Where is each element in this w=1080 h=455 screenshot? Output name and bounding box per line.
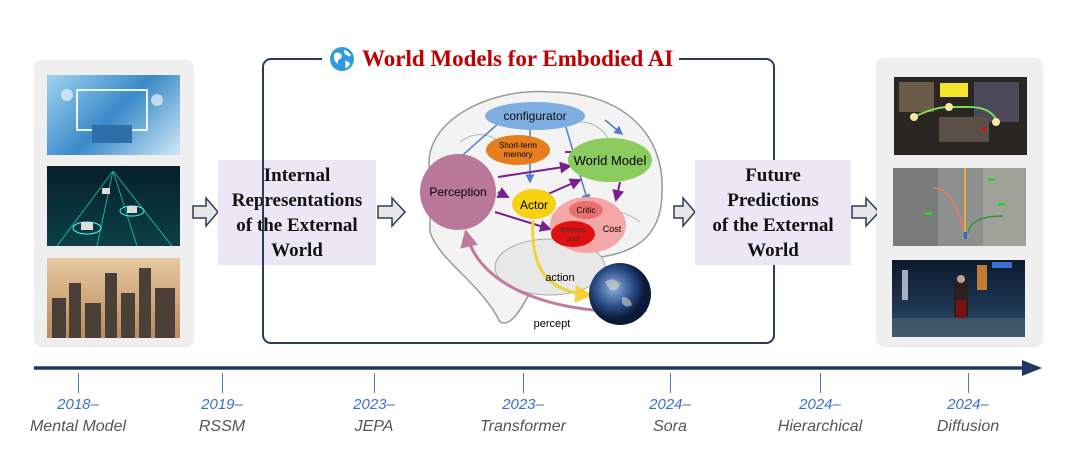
critic-node	[569, 201, 603, 219]
title-text: World Models for Embodied AI	[362, 46, 674, 71]
earth-icon	[589, 263, 651, 325]
actor-node	[512, 189, 556, 219]
configurator-label: configurator	[503, 109, 566, 123]
action-label: action	[545, 272, 574, 284]
globe-icon	[330, 47, 354, 71]
timeline-arrow	[34, 360, 1042, 376]
memory-label: Short-term	[499, 141, 537, 150]
timeline-year: 2024–	[947, 396, 989, 413]
timeline-year: 2024–	[649, 396, 691, 413]
arrow-right-icon	[377, 196, 407, 228]
arrow-right-icon	[673, 196, 696, 228]
text-line: of the External	[712, 214, 834, 236]
actor-label: Actor	[520, 198, 548, 212]
autonomous-driving-image	[47, 166, 180, 246]
timeline-year: 2023–	[502, 396, 544, 413]
intrinsic-cost-node	[551, 221, 595, 247]
timeline-model-name: Sora	[653, 418, 687, 435]
diagram-title: World Models for Embodied AI	[322, 44, 680, 74]
cost-label: Cost	[603, 224, 622, 234]
timeline-model-name: Mental Model	[29, 418, 127, 435]
perception-label: Perception	[429, 185, 486, 199]
arrow-right-icon	[851, 196, 881, 228]
city-skyline-image	[47, 258, 180, 338]
arrow-right-icon	[192, 196, 219, 228]
text-line: Future	[745, 164, 801, 186]
world-model-label: World Model	[574, 153, 647, 168]
timeline-year: 2024–	[799, 396, 841, 413]
smart-home-image	[47, 75, 180, 155]
timeline-tick	[968, 373, 969, 393]
timeline-tick	[820, 373, 821, 393]
intrinsic-label: Intrinsic	[560, 225, 586, 234]
indoor-navigation-image	[894, 77, 1027, 155]
configurator-node	[485, 102, 585, 130]
text-line: of the External	[236, 214, 358, 236]
timeline-year: 2019–	[201, 396, 243, 413]
timeline-model-name: Hierarchical	[777, 418, 863, 435]
timeline-tick	[523, 373, 524, 393]
text-line: World	[271, 239, 323, 261]
timeline-tick	[670, 373, 671, 393]
traffic-intersection-image	[893, 168, 1026, 246]
timeline-year: 2018–	[57, 396, 99, 413]
memory-node	[486, 135, 550, 165]
text-line: Predictions	[727, 189, 819, 211]
text-line: World	[747, 239, 799, 261]
text-line: Internal	[263, 164, 331, 186]
timeline-tick	[222, 373, 223, 393]
intrinsic-label: cost	[566, 234, 581, 243]
timeline-model-name: RSSM	[198, 418, 246, 435]
timeline-model-name: Transformer	[480, 418, 566, 435]
timeline-model-name: JEPA	[354, 418, 394, 435]
critic-label: Critic	[576, 205, 596, 215]
world-model-node	[568, 138, 652, 182]
timeline-tick	[78, 373, 79, 393]
timeline-model-name: Diffusion	[936, 418, 1000, 435]
night-street-image	[892, 260, 1025, 337]
memory-label: memory	[504, 150, 533, 159]
perception-node	[420, 154, 496, 230]
percept-label: percept	[534, 318, 571, 330]
timeline-tick	[374, 373, 375, 393]
text-line: Representations	[231, 189, 363, 211]
brain-architecture-diagram: configurator Short-term memory World Mod…	[420, 90, 663, 330]
timeline-year: 2023–	[353, 396, 395, 413]
